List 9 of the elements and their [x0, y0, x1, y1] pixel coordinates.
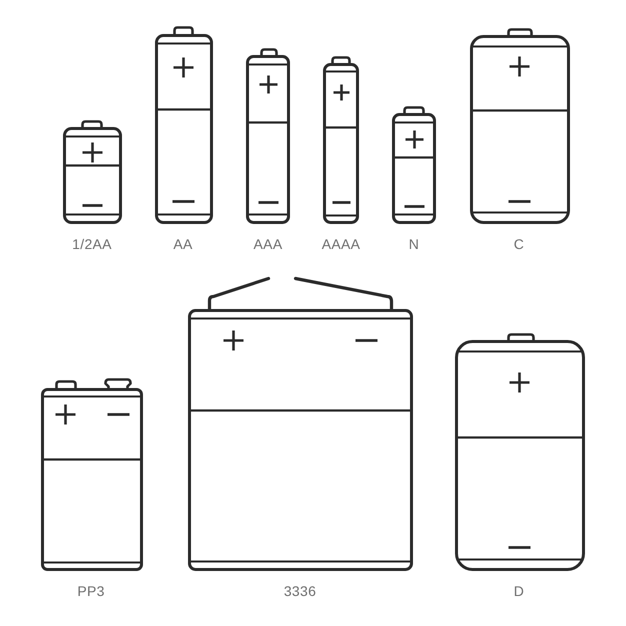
- size-label: AA: [173, 236, 193, 252]
- size-label: C: [514, 236, 524, 252]
- size-label: D: [514, 583, 524, 599]
- size-label: 1/2AA: [72, 236, 112, 252]
- size-label: N: [408, 236, 420, 252]
- size-label: PP3: [77, 583, 105, 599]
- size-label: AAA: [254, 236, 282, 252]
- size-label: 3336: [284, 583, 316, 599]
- size-label: AAAA: [322, 236, 360, 252]
